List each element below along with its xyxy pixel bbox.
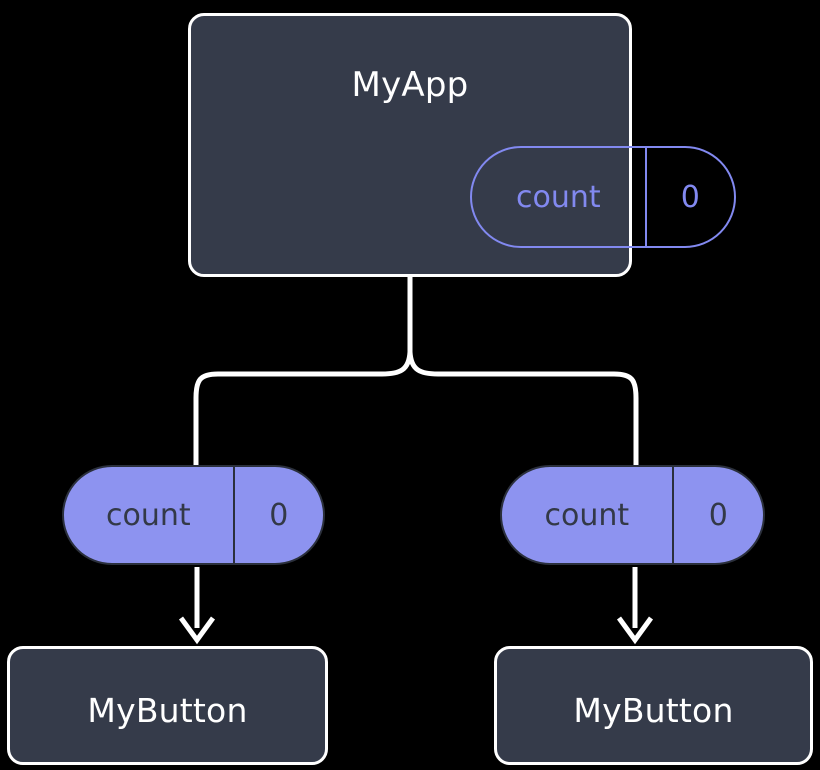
prop-pill-key: count	[544, 497, 630, 533]
component-node-mybutton-right[interactable]: MyButton	[494, 646, 813, 765]
arrow-right-head	[616, 616, 654, 645]
connector-branch-right	[407, 349, 639, 469]
prop-pill-value: 0	[708, 497, 728, 533]
prop-pill-divider	[671, 467, 674, 563]
prop-pill-key: count	[106, 497, 191, 533]
prop-pill-value: 0	[269, 497, 289, 533]
state-pill-divider	[644, 148, 647, 246]
component-node-mybutton-left[interactable]: MyButton	[7, 646, 328, 765]
component-title-myapp: MyApp	[351, 65, 469, 105]
component-title-mybutton: MyButton	[87, 691, 248, 730]
prop-pill-divider	[232, 467, 235, 563]
prop-pill-left-count[interactable]: count 0	[62, 465, 325, 565]
state-pill-value: 0	[680, 179, 700, 215]
connector-branch-left	[193, 349, 413, 469]
arrow-left-head	[178, 616, 216, 645]
component-node-myapp[interactable]: MyApp count 0	[188, 13, 736, 277]
prop-pill-right-count[interactable]: count 0	[500, 465, 765, 565]
component-title-mybutton: MyButton	[573, 691, 734, 730]
state-pill-myapp-count[interactable]: count 0	[470, 146, 736, 248]
state-pill-key: count	[516, 179, 601, 215]
